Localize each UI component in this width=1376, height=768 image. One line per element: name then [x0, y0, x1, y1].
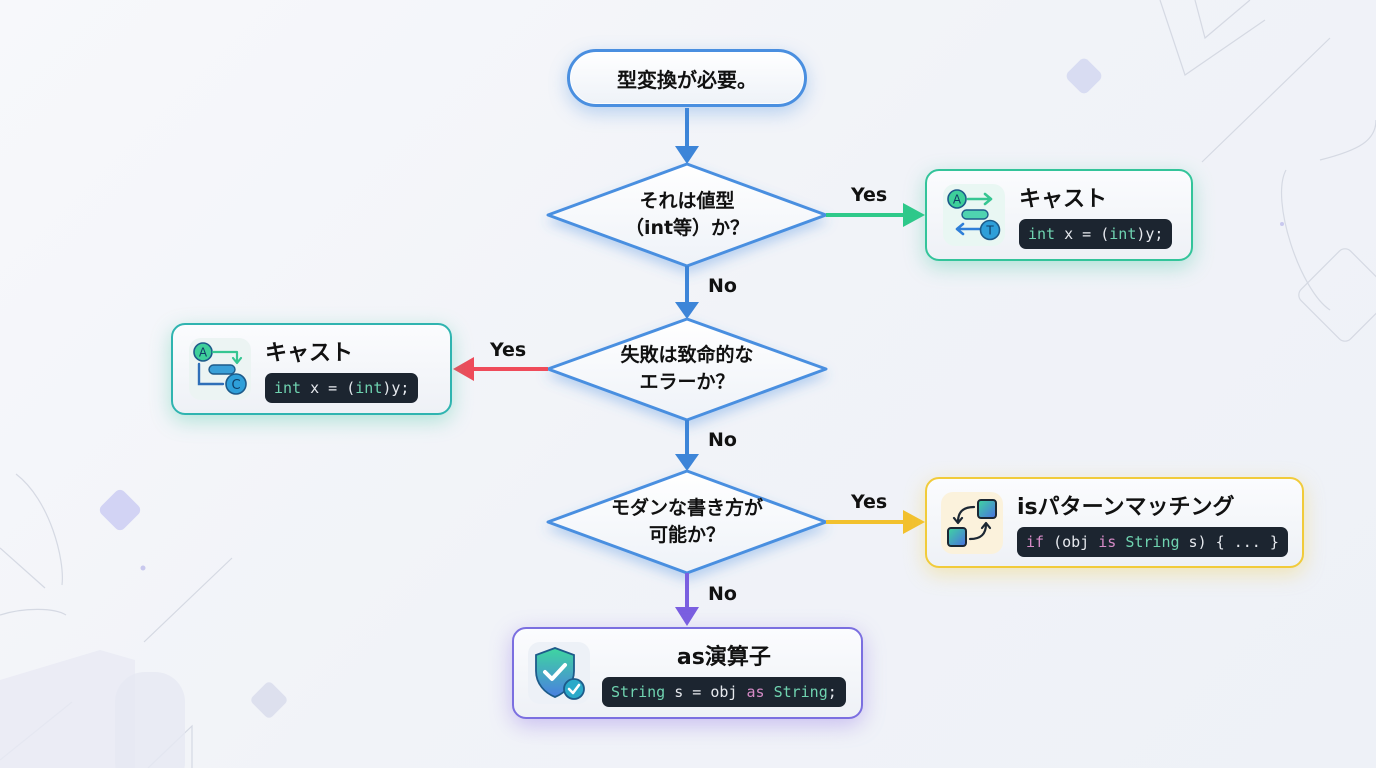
decision-2-text: 失敗は致命的な エラーか？: [620, 344, 754, 393]
arrowhead-left: [453, 357, 474, 381]
code-token: )y;: [382, 379, 410, 397]
start-node: 型変換が必要。: [567, 49, 807, 107]
code-token: String: [773, 683, 828, 701]
result-card-cast-value-type: A T キャスト int x = (int)y;: [925, 169, 1193, 261]
edge-label-d3-no: No: [708, 583, 737, 605]
result-card-cast-fatal: A C キャスト int x = (int)y;: [171, 323, 452, 415]
svg-text:A: A: [199, 346, 208, 360]
code-token: String: [1125, 532, 1180, 551]
svg-text:A: A: [953, 193, 962, 207]
cast-convert-icon: A C: [189, 338, 251, 400]
arrowhead-right: [903, 510, 925, 534]
code-token: is: [1098, 532, 1117, 551]
code-token: [1116, 533, 1125, 551]
arrowhead-down: [675, 146, 699, 164]
code-token: ;: [827, 683, 837, 701]
card-title: isパターンマッチング: [1017, 494, 1235, 520]
code-token: s = obj: [665, 683, 747, 701]
code-snippet: String s = obj as String;: [602, 677, 846, 707]
edge-label-d3-yes: Yes: [851, 491, 888, 513]
edge-label-d2-no: No: [708, 429, 737, 451]
card-title: キャスト: [265, 341, 354, 366]
code-token: x = (: [1055, 225, 1110, 243]
card-title: キャスト: [1019, 187, 1108, 212]
svg-text:C: C: [231, 378, 240, 393]
start-label: 型変換が必要。: [617, 67, 757, 92]
card-title: as演算子: [676, 645, 771, 670]
code-token: )y;: [1136, 225, 1164, 243]
code-snippet: int x = (int)y;: [1019, 219, 1173, 249]
svg-text:T: T: [985, 224, 994, 238]
edge-label-d2-yes: Yes: [490, 339, 527, 361]
arrowhead-right: [903, 203, 925, 227]
result-card-as-operator: as演算子 String s = obj as String;: [512, 627, 863, 719]
code-token: (obj: [1044, 532, 1099, 551]
code-token: int: [355, 379, 383, 397]
arrowhead-down: [675, 302, 699, 319]
cast-convert-icon: A T: [943, 184, 1005, 246]
code-snippet: int x = (int)y;: [265, 373, 419, 403]
decision-1-text: それは値型 （int等）か？: [624, 190, 750, 239]
shield-check-icon: [528, 642, 590, 704]
code-token: String: [611, 683, 666, 701]
arrowhead-down: [675, 607, 699, 626]
edge-label-d1-no: No: [708, 275, 737, 297]
code-snippet: if (obj is String s) { ... }: [1017, 526, 1288, 557]
code-token: if: [1026, 532, 1045, 551]
result-card-is-pattern-matching: isパターンマッチング if (obj is String s) { ... }: [925, 477, 1304, 568]
decision-3-text: モダンな書き方が 可能か？: [610, 497, 763, 546]
code-token: [765, 683, 774, 701]
swap-squares-icon: [941, 491, 1003, 554]
code-token: s) { ... }: [1179, 532, 1279, 551]
code-token: int: [1028, 225, 1056, 243]
code-token: int: [274, 379, 302, 397]
arrowhead-down: [675, 454, 699, 471]
code-token: int: [1109, 225, 1137, 243]
code-token: x = (: [301, 379, 356, 397]
code-token: as: [746, 683, 765, 701]
edge-label-d1-yes: Yes: [851, 184, 888, 206]
